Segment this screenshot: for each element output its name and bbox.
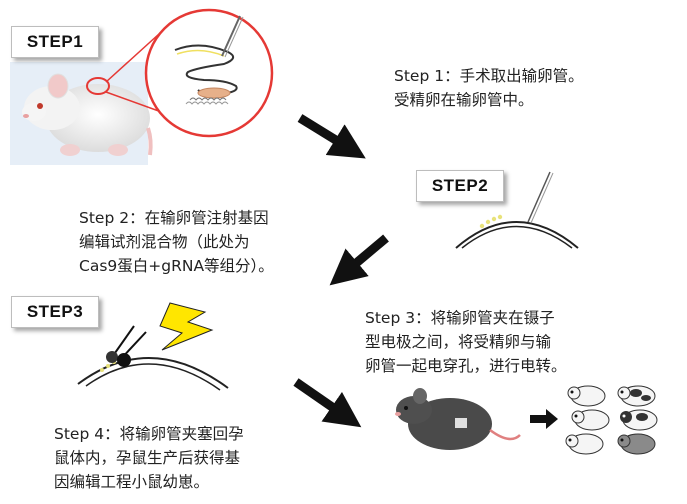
lightning-bolt-icon bbox=[159, 302, 214, 351]
flow-arrow-2 bbox=[329, 234, 389, 286]
mouse-pups-image bbox=[565, 385, 658, 455]
electroporation-image bbox=[77, 302, 229, 391]
step1-label: STEP1 bbox=[11, 26, 99, 58]
pregnant-mouse-image bbox=[395, 388, 521, 450]
small-arrow-icon bbox=[530, 409, 558, 429]
step3-line3: 卵管一起电穿孔，进行电转。 bbox=[365, 357, 567, 375]
step4-line3: 因编辑工程小鼠幼崽。 bbox=[54, 473, 210, 491]
step2-line3: Cas9蛋白+gRNA等组分）。 bbox=[79, 257, 274, 275]
step3-text: Step 3：将输卵管夹在镊子 型电极之间，将受精卵与输 卵管一起电穿孔，进行电… bbox=[365, 306, 567, 378]
flow-arrow-1 bbox=[297, 114, 366, 159]
step2-text: Step 2：在输卵管注射基因 编辑试剂混合物（此处为 Cas9蛋白+gRNA等… bbox=[79, 206, 274, 278]
oviduct-injection-image bbox=[455, 171, 579, 249]
flow-arrow-3 bbox=[293, 378, 362, 428]
step2-line1: Step 2：在输卵管注射基因 bbox=[79, 209, 269, 227]
step2-line2: 编辑试剂混合物（此处为 bbox=[79, 233, 250, 251]
step4-line2: 鼠体内，孕鼠生产后获得基 bbox=[54, 449, 241, 467]
step3-line1: Step 3：将输卵管夹在镊子 bbox=[365, 309, 555, 327]
step4-line1: Step 4：将输卵管夹塞回孕 bbox=[54, 425, 244, 443]
step2-label: STEP2 bbox=[416, 170, 504, 202]
oviduct-zoom-circle bbox=[144, 8, 274, 138]
step1-line1: Step 1：手术取出输卵管。 bbox=[394, 67, 584, 85]
step3-label: STEP3 bbox=[11, 296, 99, 328]
step1-text: Step 1：手术取出输卵管。 受精卵在输卵管中。 bbox=[394, 64, 584, 112]
white-rat-image bbox=[10, 62, 153, 165]
step4-text: Step 4：将输卵管夹塞回孕 鼠体内，孕鼠生产后获得基 因编辑工程小鼠幼崽。 bbox=[54, 422, 244, 494]
step1-line2: 受精卵在输卵管中。 bbox=[394, 91, 534, 109]
step3-line2: 型电极之间，将受精卵与输 bbox=[365, 333, 552, 351]
